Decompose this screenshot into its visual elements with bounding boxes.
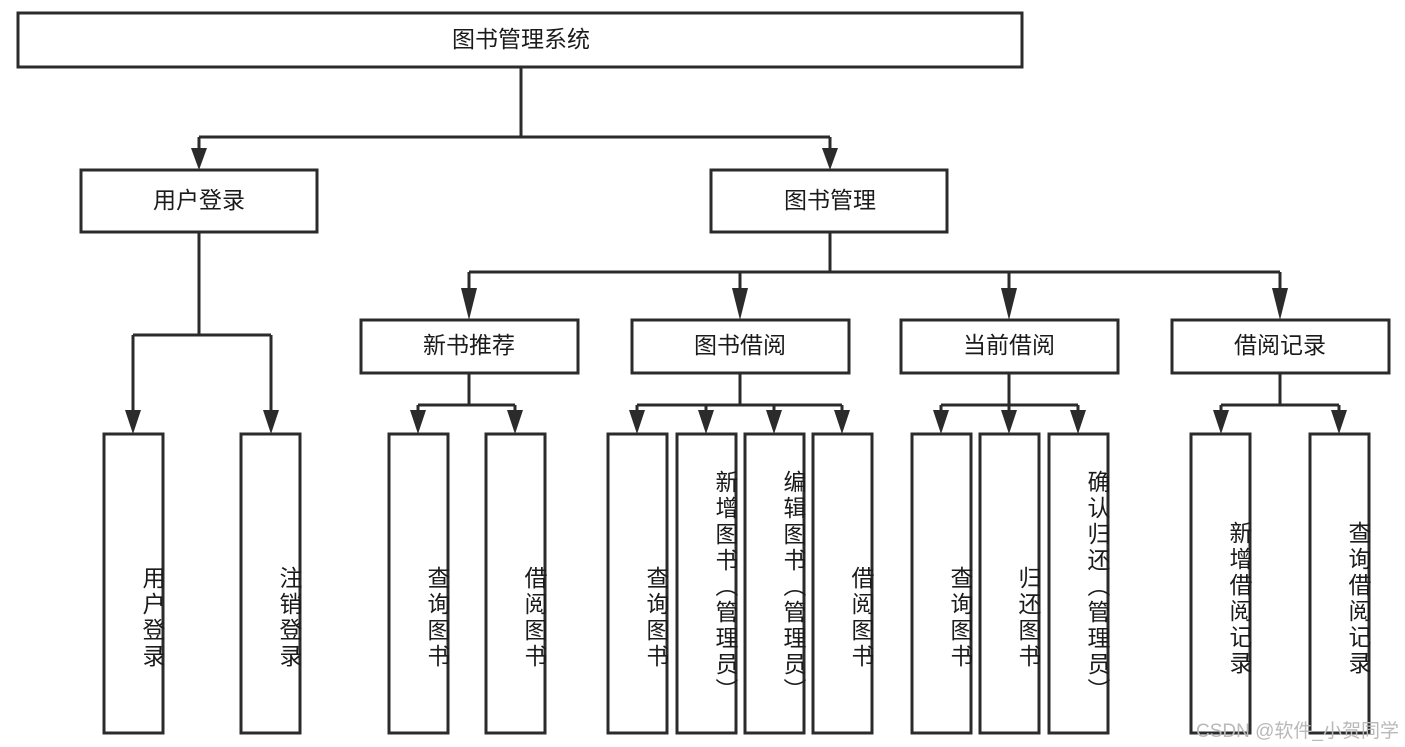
csdn-watermark: CSDN @软件_小贺同学 [1196, 721, 1399, 742]
connector-group-current-to-leaves [933, 373, 1086, 434]
connector-group-recommend-to-leaves [410, 373, 523, 434]
arrow-head-recommend [461, 288, 477, 320]
node-box-leaf-current-return-book[interactable] [978, 432, 1041, 735]
node-box-leaf-record-add[interactable] [1189, 432, 1252, 735]
arrow-head-borrow [732, 288, 748, 320]
node-box-leaf-user-login[interactable] [102, 432, 165, 735]
node-box-book-borrow[interactable] [630, 318, 851, 375]
arrow-head-leaf-borrow-edit [766, 410, 782, 434]
node-label-root: 图书管理系统 [452, 26, 590, 52]
node-label-current-borrow: 当前借阅 [963, 332, 1055, 358]
connector-group-book-mgmt-to-level3 [461, 232, 1288, 320]
connector-group-root-to-level2 [191, 67, 838, 170]
arrow-head-record [1272, 288, 1288, 320]
arrow-head-leaf-current-confirm [1070, 410, 1086, 434]
node-box-current-borrow[interactable] [899, 318, 1120, 375]
node-box-leaf-borrow-query-book[interactable] [606, 432, 669, 735]
node-label-user-login: 用户登录 [153, 187, 245, 213]
node-box-leaf-logout[interactable] [239, 432, 302, 735]
arrow-head-leaf-user-login [125, 410, 141, 434]
node-box-leaf-current-confirm-return[interactable] [1047, 432, 1110, 735]
node-box-leaf-borrow-lend-book[interactable] [811, 432, 874, 735]
node-box-new-book-recommend[interactable] [359, 318, 580, 375]
node-box-leaf-current-query-book[interactable] [910, 432, 973, 735]
arrow-head-leaf-current-query [933, 410, 949, 434]
arrow-head-leaf-logout [263, 410, 279, 434]
arrow-head-leaf-recommend-borrow [507, 410, 523, 434]
arrow-head-leaf-borrow-add [698, 410, 714, 434]
arrow-head-book-mgmt [822, 148, 838, 170]
node-box-leaf-borrow-edit-book[interactable] [743, 432, 806, 735]
connector-group-record-to-leaves [1213, 373, 1347, 434]
arrow-head-leaf-record-add [1213, 410, 1229, 434]
node-label-book-borrow: 图书借阅 [694, 332, 786, 358]
node-box-leaf-borrow-add-book[interactable] [675, 432, 738, 735]
arrow-head-user-login [191, 148, 207, 170]
node-box-user-login[interactable] [79, 168, 319, 234]
arrow-head-leaf-record-query [1331, 410, 1347, 434]
arrow-head-current [1001, 288, 1017, 320]
node-box-borrow-record[interactable] [1170, 318, 1391, 375]
node-label-borrow-record: 借阅记录 [1234, 332, 1326, 358]
node-label-book-management: 图书管理 [784, 187, 876, 213]
connector-group-user-login-to-leaves [125, 232, 279, 434]
node-box-book-management[interactable] [709, 168, 949, 234]
node-box-leaf-recommend-query-book[interactable] [387, 432, 450, 735]
connector-group-borrow-to-leaves [629, 373, 850, 434]
arrow-head-leaf-recommend-query [410, 410, 426, 434]
arrow-head-leaf-current-return [1001, 410, 1017, 434]
arrow-head-leaf-borrow-lend [834, 410, 850, 434]
node-box-leaf-record-query[interactable] [1308, 432, 1371, 735]
node-label-new-book-recommend: 新书推荐 [423, 332, 515, 358]
node-box-leaf-recommend-borrow-book[interactable] [484, 432, 547, 735]
arrow-head-leaf-borrow-query [629, 410, 645, 434]
node-box-root[interactable] [16, 11, 1024, 69]
